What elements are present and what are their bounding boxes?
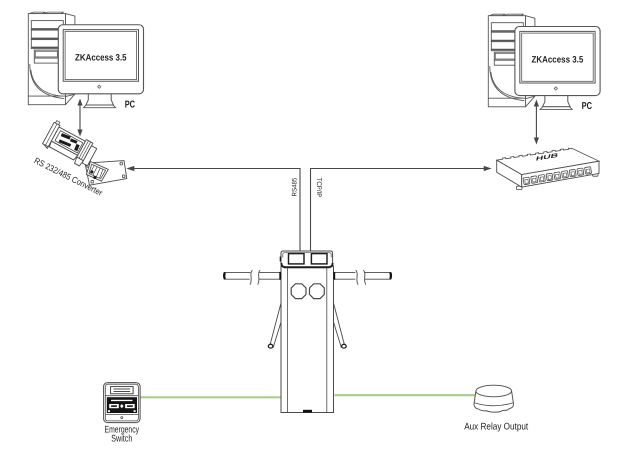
svg-text:PC: PC — [582, 101, 592, 112]
svg-text:PC: PC — [125, 100, 135, 111]
svg-text:ZKAccess 3.5: ZKAccess 3.5 — [532, 54, 584, 64]
svg-text:TCP/IP: TCP/IP — [315, 178, 322, 198]
svg-text:ZKAccess 3.5: ZKAccess 3.5 — [75, 52, 127, 62]
svg-text:Aux Relay Output: Aux Relay Output — [464, 422, 528, 433]
svg-text:RS485: RS485 — [291, 177, 298, 196]
svg-text:Switch: Switch — [111, 433, 132, 444]
svg-text:HUB: HUB — [535, 153, 559, 163]
svg-text:Emergency: Emergency — [105, 424, 140, 435]
